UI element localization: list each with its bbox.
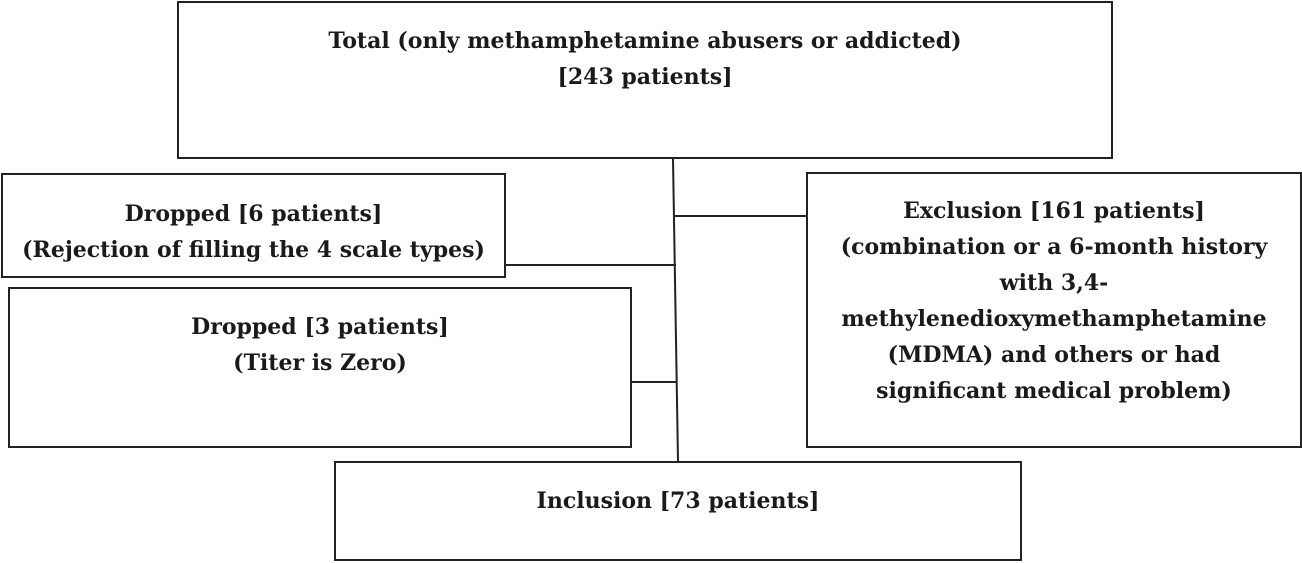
dropped-2-title: Dropped [3 patients] [191,314,449,340]
main-trunk-line [672,158,679,462]
exclusion-box: Exclusion [161 patients] (combination or… [806,172,1302,448]
dropped-1-box: Dropped [6 patients] (Rejection of filli… [1,173,506,278]
exclusion-line: Exclusion [161 patients] [903,198,1205,224]
dropped-2-box: Dropped [3 patients] (Titer is Zero) [8,287,632,448]
exclusion-line: (combination or a 6-month history [840,234,1268,260]
dropped-1-title: Dropped [6 patients] [124,201,383,227]
exclusion-line: with 3,4- [999,270,1109,296]
total-title: Total (only methamphetamine abusers or a… [328,28,962,54]
dropped-2-reason: (Titer is Zero) [233,350,407,376]
dropped-1-reason: (Rejection of filling the 4 scale types) [22,237,485,263]
inclusion-title: Inclusion [73 patients] [536,488,820,514]
exclusion-line: significant medical problem) [876,378,1232,404]
exclusion-line: methylenedioxymethamphetamine [841,306,1267,332]
total-box: Total (only methamphetamine abusers or a… [177,1,1113,159]
total-count: [243 patients] [557,64,733,90]
inclusion-box: Inclusion [73 patients] [334,461,1022,561]
exclusion-line: (MDMA) and others or had [887,342,1221,368]
